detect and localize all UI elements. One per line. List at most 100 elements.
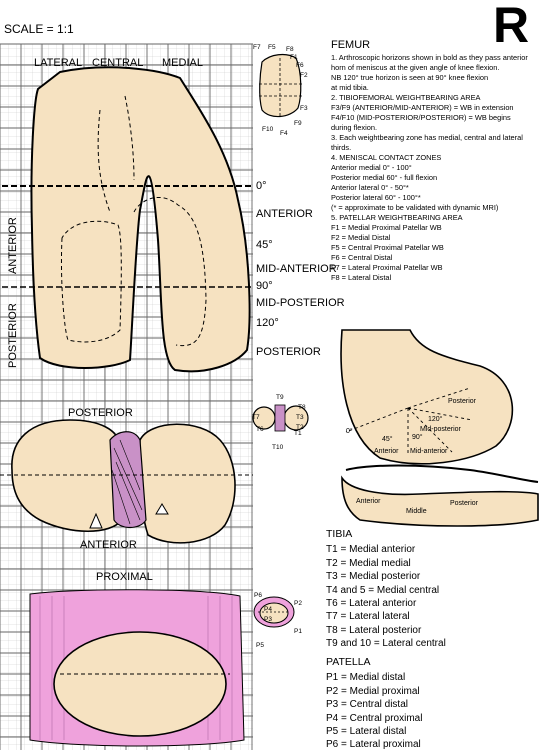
patella-key-item: P5 = Lateral distal — [326, 726, 407, 738]
pmap-label: P5 — [256, 642, 264, 649]
tmap-label: T6 — [256, 426, 264, 433]
tibia-key-item: T1 = Medial anterior — [326, 544, 416, 556]
fmap-label: F4 — [280, 130, 288, 137]
tibia-key-item: T7 = Lateral lateral — [326, 611, 410, 623]
patella-label-proximal: PROXIMAL — [96, 571, 153, 583]
femur-note-line: at mid tibia. — [331, 83, 369, 92]
tmap-label: T7 — [252, 414, 260, 421]
femur-note-line: Anterior medial 0° - 100° — [331, 163, 412, 172]
femur-note-line: F1 = Medial Proximal Patellar WB — [331, 223, 442, 232]
knee-label: 120° — [428, 416, 443, 423]
tibia-label-posterior: POSTERIOR — [68, 407, 133, 419]
tmap-label: T1 — [294, 430, 302, 437]
femur-label-anterior: ANTERIOR — [7, 217, 19, 274]
angle-label-90: 90° — [256, 280, 273, 292]
fmap-label: F3 — [300, 105, 308, 112]
femur-note-line: F6 = Central Distal — [331, 253, 393, 262]
tibia-plateau-chart — [0, 419, 253, 544]
fmap-label: F9 — [294, 120, 302, 127]
femur-note-line: NB 120° true horizon is seen at 90° knee… — [331, 73, 489, 82]
fmap-label: F5 — [268, 44, 276, 51]
knee-label: Anterior — [356, 498, 381, 505]
femur-outline — [30, 66, 251, 373]
knee-label: Posterior — [450, 500, 479, 507]
femur-note-line: 1. Arthroscopic horizons shown in bold a… — [331, 53, 528, 62]
patella-key-item: P2 = Medial proximal — [326, 685, 420, 697]
femur-notch-contour — [133, 196, 207, 347]
pmap-label: P1 — [294, 628, 302, 635]
fmap-label: F7 — [253, 44, 261, 51]
tmap-label: T3 — [296, 414, 304, 421]
femur-notes: FEMUR 1. Arthroscopic horizons shown in … — [331, 40, 541, 283]
patella-key-item: P6 = Lateral proximal — [326, 739, 421, 751]
femur-intercondylar-notch — [60, 220, 122, 343]
femur-note-line: 5. PATELLAR WEIGHTBEARING AREA — [331, 213, 463, 222]
side-indicator: R — [493, 0, 530, 53]
femur-label-posterior: POSTERIOR — [7, 303, 19, 368]
fmap-label: F6 — [296, 62, 304, 69]
femur-label-medial: MEDIAL — [162, 57, 203, 69]
femur-note-line: Posterior medial 60° - full flexion — [331, 173, 438, 182]
knee-label: Mid-anterior — [410, 448, 448, 455]
femur-note-line: F8 = Lateral Distal — [331, 273, 392, 282]
pmap-label: P3 — [264, 616, 272, 623]
femur-note-line: during flexion. — [331, 123, 378, 132]
femur-condyle-chart — [2, 66, 253, 373]
pmap-label: P6 — [254, 592, 262, 599]
patella-zone-map — [253, 596, 295, 628]
tibia-ligament-striations — [111, 439, 143, 525]
fmap-label: F2 — [300, 72, 308, 79]
tibia-key-item: T9 and 10 = Lateral central — [326, 638, 446, 650]
tibia-spine-medial — [155, 503, 169, 515]
tibia-key-item: T6 = Lateral anterior — [326, 598, 417, 610]
knee-label: Posterior — [448, 398, 477, 405]
tibia-key-item: T3 = Medial posterior — [326, 571, 421, 583]
tibia-sagittal — [341, 475, 539, 527]
patella-key-item: P3 = Central distal — [326, 699, 408, 711]
femur-note-line: F4/F10 (MID-POSTERIOR/POSTERIOR) = WB be… — [331, 113, 511, 122]
knee-label: 0° — [346, 428, 353, 435]
tibia-key-item: T8 = Lateral posterior — [326, 624, 422, 636]
pmap-label: P4 — [264, 606, 272, 613]
pmap-label: P2 — [294, 600, 302, 607]
femur-note-line: (* = approximate to be validated with dy… — [331, 203, 499, 212]
tibia-spine-lateral — [89, 512, 103, 529]
femur-note-line: F5 = Central Proximal Patellar WB — [331, 243, 444, 252]
femur-label-lateral: LATERAL — [34, 57, 83, 69]
tmap-label: T10 — [272, 444, 284, 451]
knee-label: 90° — [412, 434, 423, 441]
fmap-label: F10 — [262, 126, 274, 133]
femur-label-central: CENTRAL — [92, 57, 144, 69]
femur-note-line: thirds. — [331, 143, 352, 152]
tibia-key-item: T4 and 5 = Medial central — [326, 584, 440, 596]
femur-note-line: F7 = Lateral Proximal Patellar WB — [331, 263, 443, 272]
femoral-condyle-sagittal — [340, 329, 514, 465]
knee-label: Mid-posterior — [420, 426, 461, 433]
flexion-rays — [345, 387, 473, 456]
angle-label-mid-posterior: MID-POSTERIOR — [256, 297, 345, 309]
knee-label: Anterior — [374, 448, 399, 455]
angle-label-120: 120° — [256, 317, 279, 329]
angle-label-45: 45° — [256, 239, 273, 251]
fmap-label: F8 — [286, 46, 294, 53]
meniscus-sagittal — [345, 464, 539, 483]
tibia-zone-map — [252, 404, 309, 432]
angle-label-mid-anterior: MID-ANTERIOR — [256, 263, 337, 275]
patella-chart — [29, 589, 245, 747]
scale-label: SCALE = 1:1 — [4, 22, 74, 36]
fmap-label: F1 — [290, 54, 298, 61]
tmap-label: T8 — [298, 404, 306, 411]
tibia-medial-plateau — [138, 423, 236, 544]
femur-note-line: 4. MENISCAL CONTACT ZONES — [331, 153, 442, 162]
patella-key-title: PATELLA — [326, 656, 371, 668]
femur-note-line: horn of meniscus at the given angle of k… — [331, 63, 500, 72]
tibia-label-anterior: ANTERIOR — [80, 539, 137, 551]
femur-zone-map — [259, 53, 302, 118]
tibia-key-title: TIBIA — [326, 528, 353, 540]
femur-note-line: Posterior lateral 60° - 100°* — [331, 193, 421, 202]
femur-note-line: 2. TIBIOFEMORAL WEIGHTBEARING AREA — [331, 93, 481, 102]
tmap-label: T9 — [276, 394, 284, 401]
